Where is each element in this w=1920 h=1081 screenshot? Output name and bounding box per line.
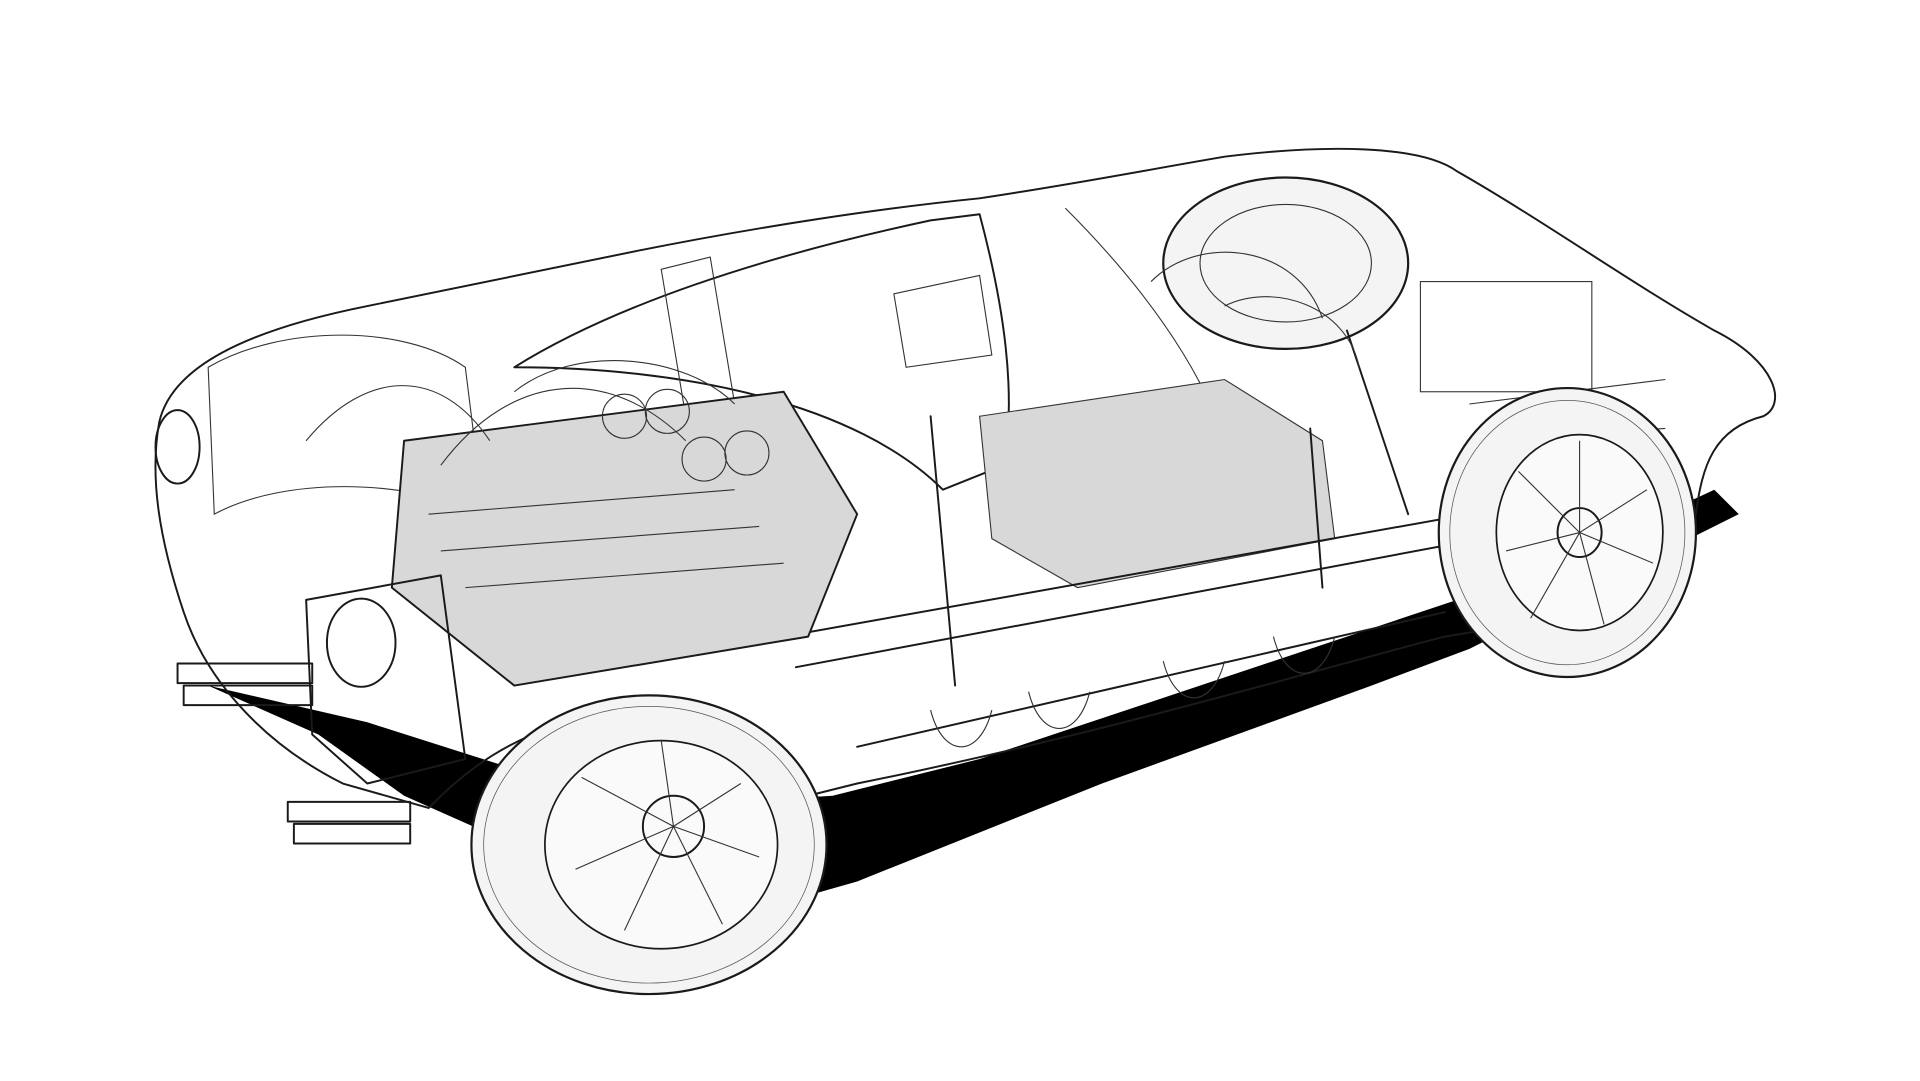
side-window bbox=[893, 274, 993, 368]
rear-light bbox=[154, 409, 201, 485]
floor-pan bbox=[979, 379, 1335, 588]
rear-wheel bbox=[470, 694, 828, 996]
front-wheel bbox=[1437, 386, 1698, 679]
far-wheel bbox=[1162, 176, 1410, 351]
exhaust-pipes bbox=[176, 662, 412, 845]
gearbox bbox=[305, 574, 467, 785]
engine bbox=[305, 360, 859, 687]
body-outline bbox=[154, 147, 1777, 809]
chassis-frame bbox=[782, 329, 1483, 748]
roll-hoop bbox=[660, 256, 736, 417]
cabin bbox=[513, 213, 1010, 491]
exhaust-loops bbox=[930, 636, 1336, 748]
